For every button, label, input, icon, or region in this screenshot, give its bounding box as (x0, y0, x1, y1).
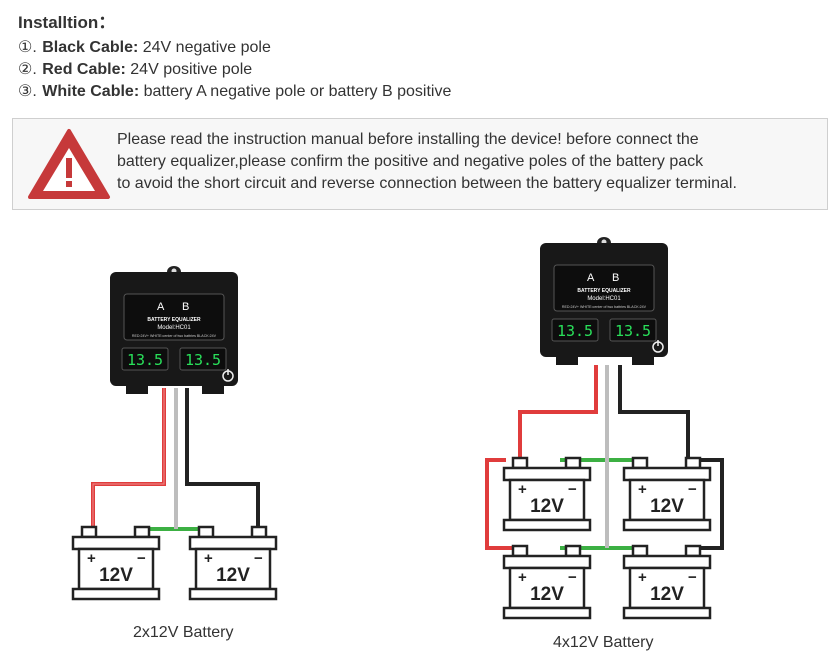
cable-item-red: ②. Red Cable: 24V positive pole (18, 59, 451, 81)
right-wiring (485, 365, 724, 550)
battery-voltage: 12V (216, 565, 250, 586)
battery-right-4: + − 12V (622, 544, 712, 620)
battery-right-2: + − 12V (622, 456, 712, 532)
equalizer-device-right: A B BATTERY EQUALIZER Model:HC01 RED:24V… (539, 236, 669, 366)
cable-name: Red Cable: (42, 61, 126, 78)
plus-sign: + (87, 550, 96, 567)
cable-desc: 24V positive pole (130, 61, 253, 78)
red-cable (485, 458, 520, 550)
model-label: Model:HC01 (587, 296, 621, 302)
plus-sign: + (518, 481, 527, 498)
cable-list: ①. Black Cable: 24V negative pole ②. Red… (18, 37, 451, 103)
cable-name: Black Cable: (42, 39, 139, 56)
warning-box: Please read the instruction manual befor… (12, 118, 828, 210)
label-b: B (182, 301, 189, 313)
minus-sign: − (137, 550, 146, 567)
minus-sign: − (568, 481, 577, 498)
minus-sign: − (688, 569, 697, 586)
product-name: BATTERY EQUALIZER (577, 288, 631, 294)
cable-desc: 24V negative pole (142, 39, 271, 56)
caption-4x12v: 4x12V Battery (553, 634, 654, 651)
red-cable (518, 365, 598, 460)
model-label: Model:HC01 (157, 325, 191, 331)
battery-voltage: 12V (530, 584, 564, 605)
warning-line: Please read the instruction manual befor… (117, 131, 699, 148)
plus-sign: + (204, 550, 213, 567)
product-name: BATTERY EQUALIZER (147, 317, 201, 323)
equalizer-device-left: A B BATTERY EQUALIZER Model:HC01 RED:24V… (109, 265, 239, 395)
cable-name: White Cable: (42, 83, 140, 100)
cable-item-white: ③. White Cable: battery A negative pole … (18, 81, 451, 103)
wiring-note: RED:24V+ WHITE:center of two battries BL… (132, 334, 217, 338)
black-cable (185, 388, 260, 529)
battery-right-3: + − 12V (502, 544, 592, 620)
black-cable (690, 458, 724, 550)
plus-sign: + (638, 569, 647, 586)
label-a: A (587, 272, 595, 284)
item-number: ③. (18, 83, 37, 100)
caption-2x12v: 2x12V Battery (133, 624, 234, 641)
warning-line: battery equalizer,please confirm the pos… (117, 153, 704, 170)
voltage-display-a: 13.5 (127, 351, 163, 369)
wiring-note: RED:24V+ WHITE:center of two battries BL… (562, 305, 647, 309)
cable-desc: battery A negative pole or battery B pos… (143, 83, 452, 100)
red-cable (91, 388, 166, 529)
voltage-display-a: 13.5 (557, 322, 593, 340)
battery-right-1: + − 12V (502, 456, 592, 532)
item-number: ①. (18, 39, 37, 56)
black-cable (618, 365, 690, 460)
plus-sign: + (638, 481, 647, 498)
page-title: Installtion： (18, 13, 116, 32)
plus-sign: + (518, 569, 527, 586)
battery-left-2: + − 12V (188, 525, 278, 601)
label-b: B (612, 272, 619, 284)
label-a: A (157, 301, 165, 313)
warning-text: Please read the instruction manual befor… (117, 129, 822, 195)
item-number: ②. (18, 61, 37, 78)
battery-voltage: 12V (650, 584, 684, 605)
minus-sign: − (568, 569, 577, 586)
warning-line: to avoid the short circuit and reverse c… (117, 175, 737, 192)
minus-sign: − (254, 550, 263, 567)
battery-voltage: 12V (530, 496, 564, 517)
battery-voltage: 12V (650, 496, 684, 517)
voltage-display-b: 13.5 (185, 351, 221, 369)
cable-item-black: ①. Black Cable: 24V negative pole (18, 37, 451, 59)
battery-voltage: 12V (99, 565, 133, 586)
warning-triangle-icon (28, 129, 110, 199)
voltage-display-b: 13.5 (615, 322, 651, 340)
minus-sign: − (688, 481, 697, 498)
left-wiring (91, 388, 260, 531)
battery-left-1: + − 12V (71, 525, 161, 601)
